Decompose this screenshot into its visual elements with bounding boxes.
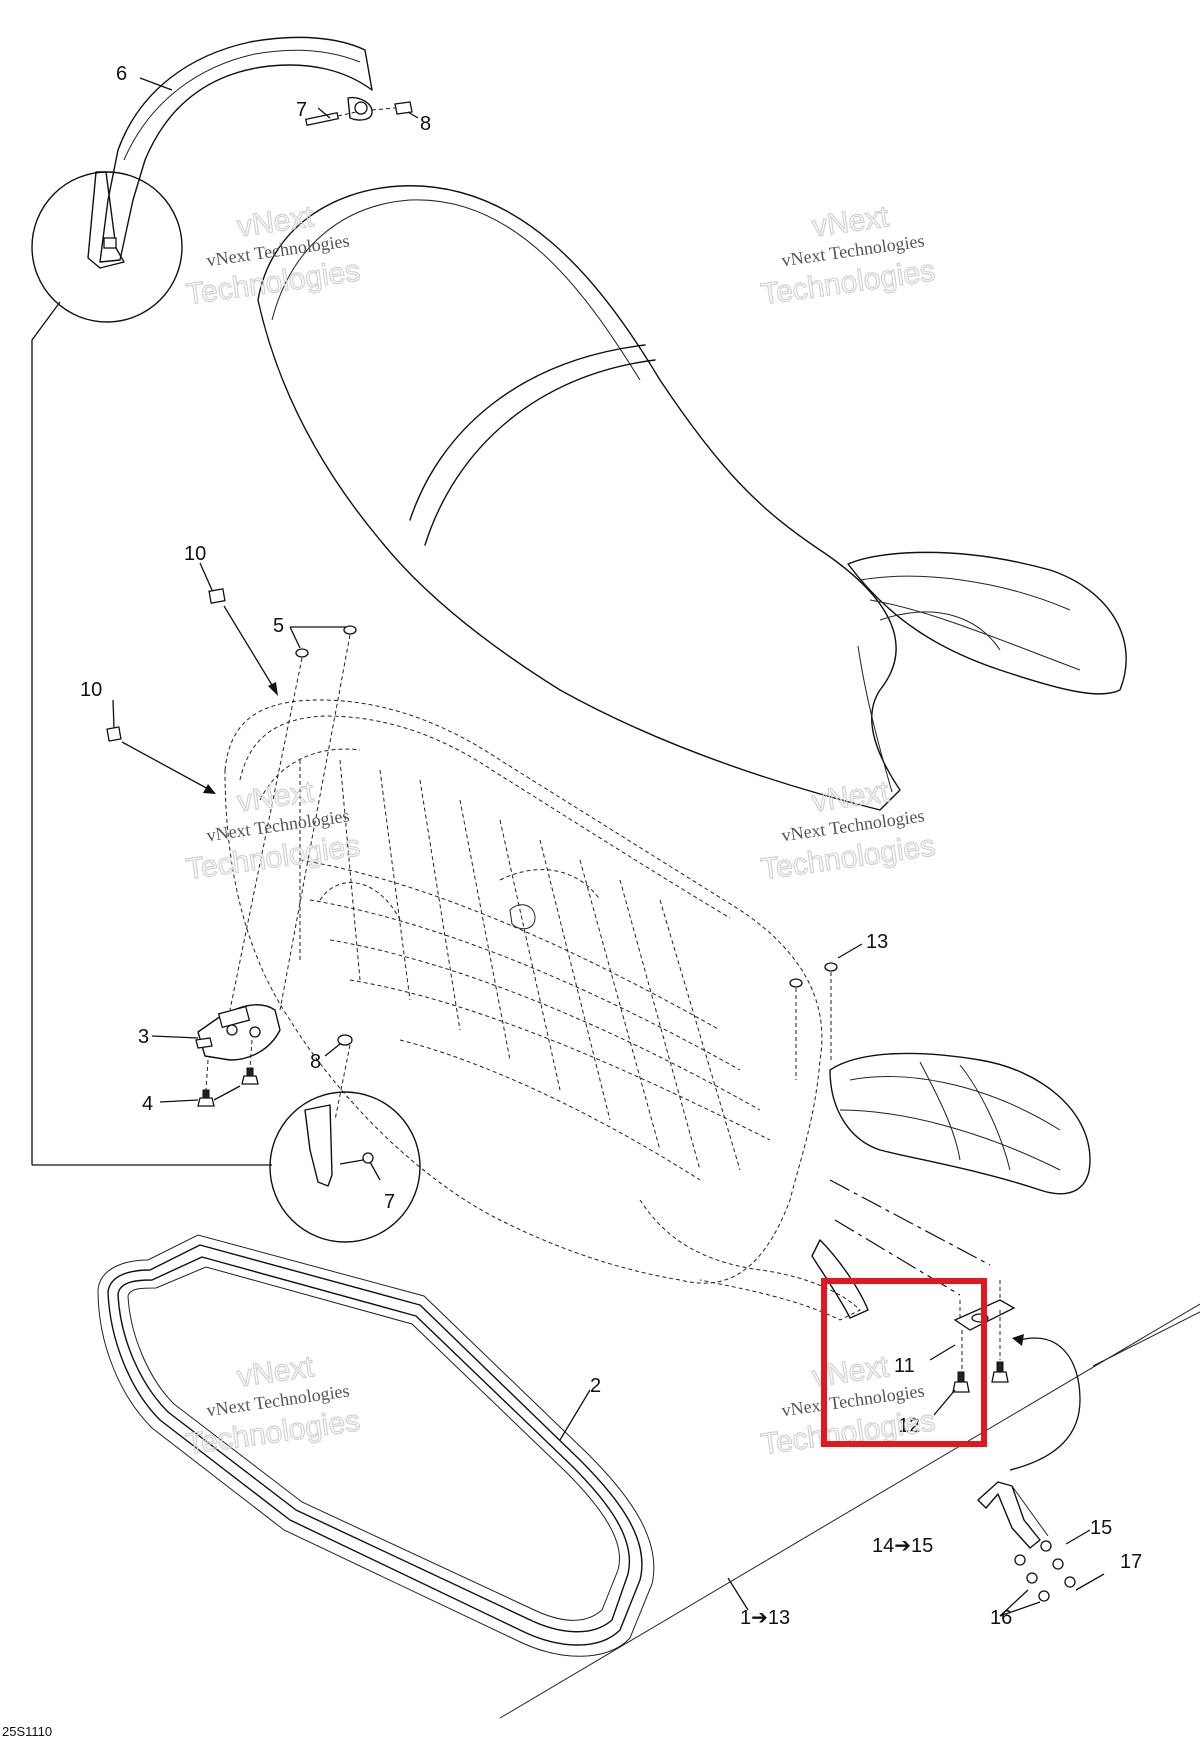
detail-circle-latch <box>269 1091 421 1243</box>
arrows-10 <box>121 605 278 794</box>
seat-base-frame <box>224 699 1091 1321</box>
detail-circle-strap <box>31 171 183 323</box>
callout-8-bottom: 8 <box>310 1051 321 1073</box>
callout-12: 12 <box>898 1415 920 1437</box>
callout-4: 4 <box>142 1093 153 1115</box>
callout-5: 5 <box>273 615 284 637</box>
callout-10-left: 10 <box>80 679 102 701</box>
callout-15: 15 <box>1090 1517 1112 1539</box>
callout-2: 2 <box>590 1375 601 1397</box>
callout-labels: 6 7 8 10 5 10 3 8 4 7 13 2 11 12 15 14➔1… <box>80 63 1142 1629</box>
callout-3: 3 <box>138 1026 149 1048</box>
frame-lines <box>31 301 1200 1719</box>
latch-part-3 <box>195 1004 281 1061</box>
grab-strap-part-6 <box>99 36 413 263</box>
figure-code: 25S1110 <box>2 1724 52 1739</box>
callout-16: 16 <box>990 1607 1012 1629</box>
seal-part-2 <box>97 1234 655 1657</box>
callout-13: 13 <box>866 931 888 953</box>
callout-leaders <box>112 77 956 1611</box>
callout-8-top: 8 <box>420 113 431 135</box>
hook-assembly-part-14 <box>977 1481 1105 1617</box>
seat-cover <box>257 185 1127 811</box>
callout-6: 6 <box>116 63 127 85</box>
callout-14-15: 14➔15 <box>872 1535 933 1557</box>
callout-1-13: 1➔13 <box>740 1607 790 1629</box>
callout-11: 11 <box>894 1355 915 1377</box>
hardware-items <box>106 588 838 1121</box>
highlight-box <box>821 1278 987 1447</box>
callout-7-top: 7 <box>296 99 307 121</box>
screws-part-4 <box>197 1039 259 1107</box>
watermark: vNext Technologies vNext Technologies vN… <box>183 200 937 1462</box>
callout-17: 17 <box>1120 1551 1142 1573</box>
callout-10-top: 10 <box>184 543 206 565</box>
callout-7-bottom: 7 <box>384 1191 395 1213</box>
